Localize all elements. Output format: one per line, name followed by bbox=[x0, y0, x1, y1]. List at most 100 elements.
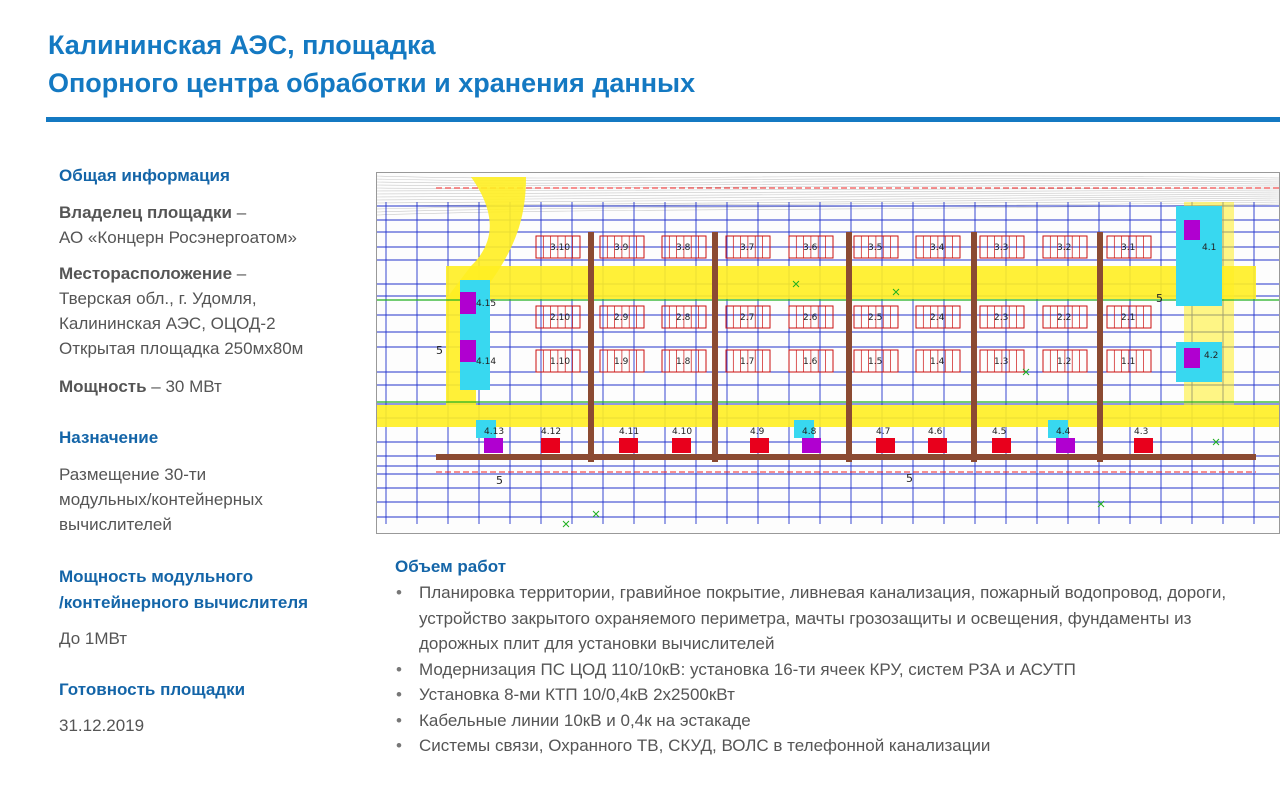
ktp-label: 4.4 bbox=[1056, 427, 1071, 437]
ktp-label: 4.13 bbox=[484, 427, 504, 437]
container-label: 1.7 bbox=[740, 357, 754, 367]
works-item: Модернизация ПС ЦОД 110/10кВ: установка … bbox=[393, 657, 1273, 683]
location-line: Тверская обл., г. Удомля, bbox=[59, 289, 257, 308]
ktp-block bbox=[619, 438, 638, 453]
works-item: Системы связи, Охранного ТВ, СКУД, ВОЛС … bbox=[393, 733, 1273, 759]
container-label: 1.2 bbox=[1057, 357, 1071, 367]
contour-line bbox=[376, 201, 1280, 213]
page-title: Калининская АЭС, площадка Опорного центр… bbox=[48, 26, 695, 102]
module-power-value: До 1МВт bbox=[59, 629, 128, 648]
container-label: 2.2 bbox=[1057, 313, 1071, 323]
container-label: 2.4 bbox=[930, 313, 945, 323]
container-label: 2.7 bbox=[740, 313, 754, 323]
contour-line bbox=[376, 175, 1280, 179]
survey-mark bbox=[562, 520, 570, 528]
ktp-zone bbox=[476, 420, 496, 438]
container-label: 2.1 bbox=[1121, 313, 1135, 323]
container-label: 2.10 bbox=[550, 313, 570, 323]
works-item: Планировка территории, гравийное покрыти… bbox=[393, 580, 1273, 657]
side-block bbox=[460, 340, 476, 362]
ktp-block bbox=[484, 438, 503, 453]
cable-corridor bbox=[712, 232, 718, 462]
module-power-heading: Мощность модульного /контейнерного вычис… bbox=[59, 564, 308, 616]
container-label: 1.9 bbox=[614, 357, 629, 367]
container-label: 1.10 bbox=[550, 357, 570, 367]
power-block: Мощность – 30 МВт bbox=[59, 374, 222, 399]
works-item: Установка 8-ми КТП 10/0,4кВ 2х2500кВт bbox=[393, 682, 1273, 708]
road-number: 5 bbox=[436, 344, 443, 357]
ktp-zone bbox=[1048, 420, 1068, 438]
container-label: 3.9 bbox=[614, 243, 629, 253]
location-label: Месторасположение bbox=[59, 264, 233, 283]
ktp-label: 4.10 bbox=[672, 427, 692, 437]
module-power-heading-line: Мощность модульного bbox=[59, 567, 254, 586]
container-label: 2.8 bbox=[676, 313, 691, 323]
cable-corridor bbox=[1097, 232, 1103, 462]
ktp-block bbox=[992, 438, 1011, 453]
ktp-zone bbox=[794, 420, 814, 438]
survey-mark bbox=[592, 510, 600, 518]
purpose-line: модульных/контейнерных bbox=[59, 490, 263, 509]
owner-block: Владелец площадки – АО «Концерн Росэнерг… bbox=[59, 200, 297, 250]
contour-line bbox=[376, 178, 1280, 181]
side-block bbox=[460, 292, 476, 314]
module-power-heading-line: /контейнерного вычислителя bbox=[59, 593, 309, 612]
container-label: 3.1 bbox=[1121, 243, 1135, 253]
side-label: 4.14 bbox=[476, 357, 496, 367]
ktp-block bbox=[802, 438, 821, 453]
readiness-value: 31.12.2019 bbox=[59, 716, 145, 735]
ktp-block bbox=[1134, 438, 1153, 453]
container-label: 3.3 bbox=[994, 243, 1008, 253]
container-label: 2.9 bbox=[614, 313, 629, 323]
container-label: 2.6 bbox=[803, 313, 818, 323]
contour-line bbox=[376, 199, 1280, 210]
cable-corridor bbox=[588, 232, 594, 462]
side-label: 4.15 bbox=[476, 299, 496, 309]
road-number: 5 bbox=[1156, 292, 1163, 305]
side-label: 4.2 bbox=[1204, 351, 1218, 361]
survey-mark bbox=[892, 288, 900, 296]
container-label: 1.8 bbox=[676, 357, 691, 367]
ktp-block bbox=[928, 438, 947, 453]
ktp-label: 4.11 bbox=[619, 427, 639, 437]
location-block: Месторасположение – Тверская обл., г. Уд… bbox=[59, 261, 303, 361]
contour-line bbox=[376, 182, 1280, 187]
ktp-label: 4.9 bbox=[750, 427, 765, 437]
road-number: 5 bbox=[496, 474, 503, 487]
readiness-heading: Готовность площадки bbox=[59, 680, 246, 699]
road-number: 5 bbox=[906, 472, 913, 485]
ktp-block bbox=[541, 438, 560, 453]
purpose-line: вычислителей bbox=[59, 515, 172, 534]
works-list: Планировка территории, гравийное покрыти… bbox=[393, 580, 1273, 759]
survey-mark bbox=[1022, 368, 1030, 376]
cable-corridor bbox=[971, 232, 977, 462]
purpose-text: Размещение 30-ти модульных/контейнерных … bbox=[59, 462, 263, 537]
ktp-label: 4.7 bbox=[876, 427, 890, 437]
container-label: 1.6 bbox=[803, 357, 818, 367]
ktp-label: 4.5 bbox=[992, 427, 1006, 437]
location-line: Открытая площадка 250мх80м bbox=[59, 339, 304, 358]
side-block bbox=[1184, 348, 1200, 368]
ktp-label: 4.8 bbox=[802, 427, 817, 437]
container-label: 3.2 bbox=[1057, 243, 1071, 253]
power-label: Мощность bbox=[59, 377, 147, 396]
container-label: 1.4 bbox=[930, 357, 945, 367]
page-title-line-1: Калининская АЭС, площадка bbox=[48, 30, 436, 60]
ktp-label: 4.3 bbox=[1134, 427, 1148, 437]
ktp-block bbox=[672, 438, 691, 453]
owner-value: АО «Концерн Росэнергоатом» bbox=[59, 228, 297, 247]
cable-corridor bbox=[846, 232, 852, 462]
works-heading: Объем работ bbox=[395, 557, 507, 576]
survey-mark bbox=[1212, 438, 1220, 446]
ktp-block bbox=[750, 438, 769, 453]
container-label: 2.3 bbox=[994, 313, 1008, 323]
container-label: 3.6 bbox=[803, 243, 818, 253]
container-label: 3.4 bbox=[930, 243, 945, 253]
ktp-block bbox=[876, 438, 895, 453]
contour-line bbox=[376, 185, 1280, 189]
container-label: 3.8 bbox=[676, 243, 691, 253]
general-info-heading: Общая информация bbox=[59, 166, 230, 185]
container-label: 3.7 bbox=[740, 243, 754, 253]
works-item: Кабельные линии 10кВ и 0,4к на эстакаде bbox=[393, 708, 1273, 734]
